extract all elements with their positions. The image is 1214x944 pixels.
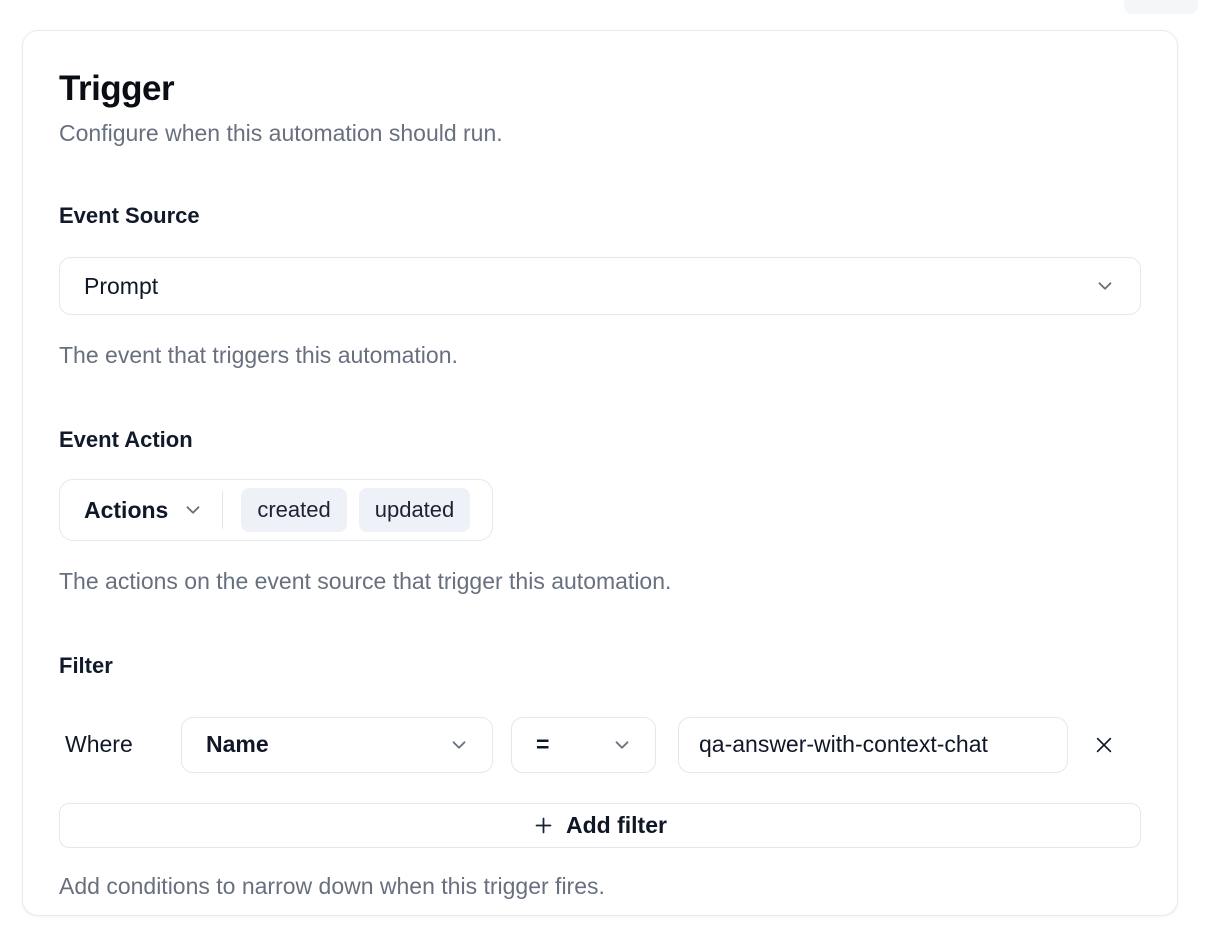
filter-operator-select[interactable]: =: [511, 716, 656, 773]
chevron-down-icon: [452, 741, 466, 749]
where-label: Where: [65, 731, 133, 758]
filter-field-select[interactable]: Name: [181, 716, 493, 773]
filter-help: Add conditions to narrow down when this …: [59, 872, 605, 899]
filter-condition-row: Where Name =: [59, 716, 1141, 773]
chevron-down-icon: [615, 741, 629, 749]
event-source-value: Prompt: [84, 272, 159, 299]
remove-filter-button[interactable]: [1084, 725, 1124, 765]
filter-value-input[interactable]: [678, 716, 1068, 773]
chevron-down-icon: [1098, 282, 1112, 290]
filter-field-value: Name: [206, 731, 269, 758]
action-chip-updated: updated: [358, 488, 471, 533]
add-filter-label: Add filter: [566, 811, 667, 838]
close-icon: [1096, 737, 1112, 753]
trigger-card: Trigger Configure when this automation s…: [22, 30, 1178, 916]
filter-section: Filter Where Name = Add filter Add condi…: [59, 653, 1141, 902]
event-source-select[interactable]: Prompt: [59, 257, 1141, 316]
page-subtitle: Configure when this automation should ru…: [59, 120, 503, 147]
filter-operator-value: =: [536, 731, 550, 758]
event-source-help: The event that triggers this automation.: [59, 342, 458, 369]
event-action-control: Actions created updated: [59, 479, 494, 542]
plus-icon: [535, 817, 552, 834]
page-title: Trigger: [59, 69, 175, 108]
event-source-label: Event Source: [59, 203, 200, 229]
actions-dropdown[interactable]: Actions: [84, 497, 204, 524]
vertical-divider: [222, 491, 224, 530]
actions-dropdown-label: Actions: [84, 496, 169, 523]
event-action-section: Event Action Actions created updated The…: [59, 427, 1141, 597]
event-source-section: Event Source Prompt The event that trigg…: [59, 203, 1141, 371]
event-action-help: The actions on the event source that tri…: [59, 568, 672, 595]
filter-label: Filter: [59, 652, 113, 678]
add-filter-button[interactable]: Add filter: [59, 802, 1141, 848]
chevron-down-icon: [186, 506, 200, 514]
event-action-label: Event Action: [59, 427, 193, 453]
cutoff-top-decoration: [1124, 0, 1198, 14]
action-chip-created: created: [241, 488, 347, 533]
